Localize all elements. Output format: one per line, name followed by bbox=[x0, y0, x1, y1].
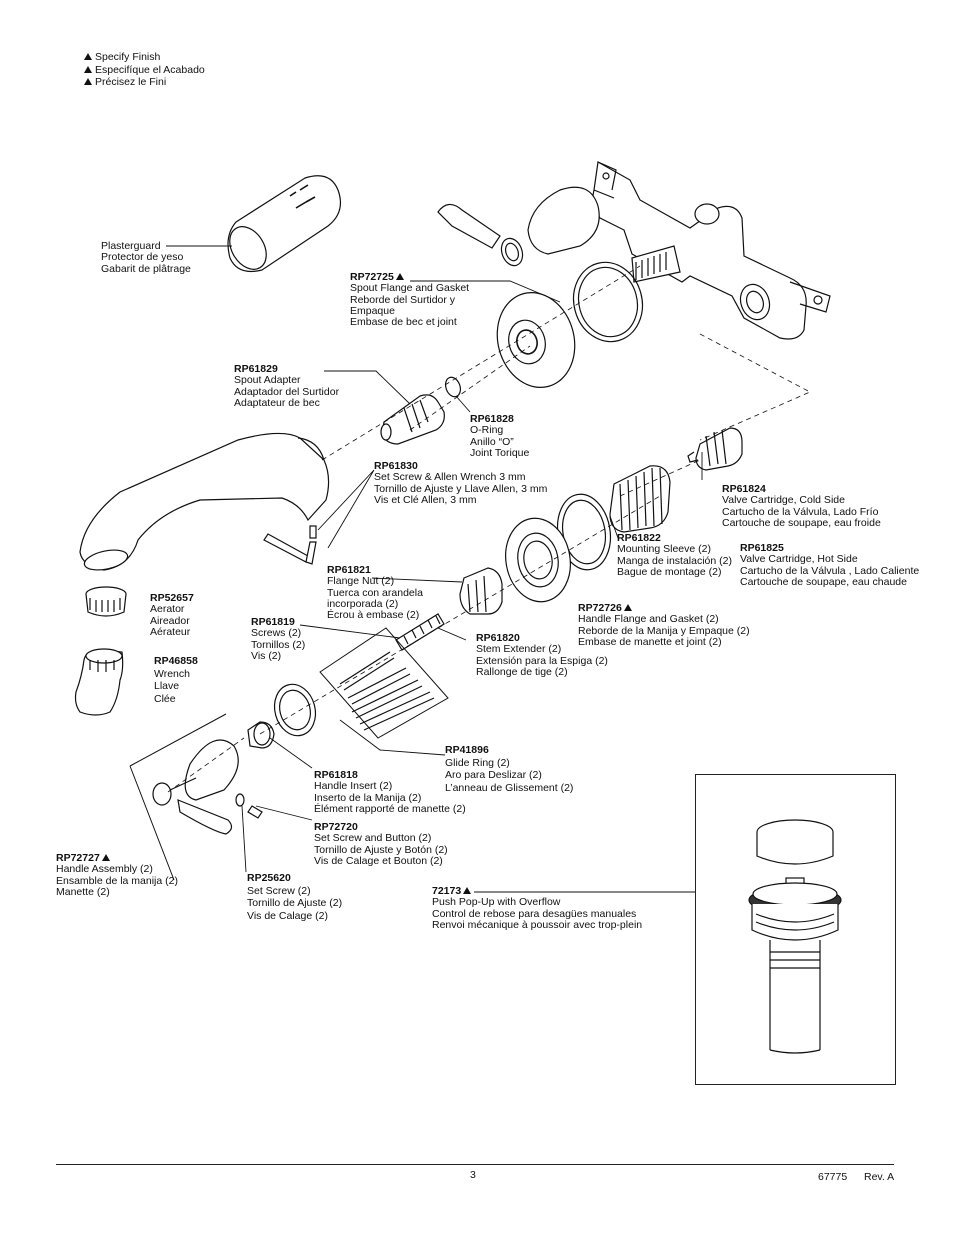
revision: Rev. A bbox=[864, 1171, 895, 1183]
pop-up-detail-box bbox=[695, 774, 896, 1085]
label-rp46858: RP46858 Wrench Llave Clée bbox=[154, 655, 198, 705]
label-rp61825: RP61825 Valve Cartridge, Hot Side Cartuc… bbox=[740, 542, 920, 588]
label-rp61830: RP61830 Set Screw & Allen Wrench 3 mm To… bbox=[374, 460, 548, 506]
label-rp41896: RP41896 Glide Ring (2) Aro para Deslizar… bbox=[445, 744, 574, 794]
label-plasterguard: Plasterguard Protector de yeso Gabarit d… bbox=[101, 240, 191, 275]
document-number: 67775 bbox=[818, 1171, 848, 1183]
push-pop-up-drawing bbox=[748, 819, 842, 1054]
handle-assembly-drawing bbox=[152, 739, 239, 835]
glide-ring-drawing bbox=[273, 683, 317, 737]
plasterguard-drawing bbox=[227, 175, 341, 273]
wrench-drawing bbox=[74, 648, 124, 716]
finish-legend: Specify Finish Especifíque el Acabado Pr… bbox=[84, 51, 205, 89]
triangle-icon bbox=[84, 78, 92, 85]
triangle-icon bbox=[623, 604, 632, 611]
label-rp61819: RP61819 Screws (2) Tornillos (2) Vis (2) bbox=[251, 616, 306, 662]
triangle-icon bbox=[84, 53, 92, 60]
leader-lines bbox=[166, 245, 703, 893]
set-screw-drawing bbox=[235, 793, 263, 819]
spout-gasket-drawing bbox=[572, 261, 644, 343]
valve-cartridge-cold-drawing bbox=[687, 427, 743, 471]
triangle-icon bbox=[395, 273, 404, 280]
label-rp61828: RP61828 O-Ring Anillo “O” Joint Torique bbox=[470, 413, 530, 459]
label-rp72727: RP72727 Handle Assembly (2) Ensamble de … bbox=[56, 852, 178, 898]
label-rp72720: RP72720 Set Screw and Button (2) Tornill… bbox=[314, 821, 448, 867]
triangle-icon bbox=[84, 65, 92, 73]
center-lines bbox=[167, 265, 811, 793]
aerator-drawing bbox=[85, 586, 127, 617]
spout-adapter-drawing bbox=[380, 394, 445, 445]
label-rp72725: RP72725 Spout Flange and Gasket Reborde … bbox=[350, 271, 470, 329]
spout-drawing bbox=[79, 432, 330, 571]
label-rp52657: RP52657 Aerator Aireador Aérateur bbox=[150, 592, 194, 638]
label-rp61824: RP61824 Valve Cartridge, Cold Side Cartu… bbox=[722, 483, 881, 529]
label-rp61829: RP61829 Spout Adapter Adaptador del Surt… bbox=[234, 363, 340, 409]
label-rp61820: RP61820 Stem Extender (2) Extensión para… bbox=[476, 632, 608, 678]
valve-body-drawing bbox=[592, 161, 831, 340]
label-rp61818: RP61818 Handle Insert (2) Inserto de la … bbox=[314, 769, 466, 815]
mounting-sleeve-drawing bbox=[609, 465, 671, 533]
handle-flange-drawing bbox=[505, 517, 571, 603]
o-ring-drawing bbox=[444, 376, 462, 398]
label-rp61822: RP61822 Mounting Sleeve (2) Manga de ins… bbox=[617, 532, 732, 578]
stem-extender-drawing bbox=[395, 613, 445, 651]
screws-drawing bbox=[339, 651, 435, 731]
triangle-icon bbox=[101, 854, 110, 861]
handle-insert-drawing bbox=[247, 721, 275, 749]
valve-body-handle-drawing bbox=[437, 186, 600, 267]
page-number: 3 bbox=[470, 1169, 476, 1181]
allen-wrench-drawing bbox=[263, 525, 317, 565]
triangle-icon bbox=[463, 887, 472, 894]
spout-flange-drawing bbox=[496, 292, 576, 388]
label-rp72726: RP72726 Handle Flange and Gasket (2) Reb… bbox=[578, 602, 750, 648]
label-rp61821: RP61821 Flange Nut (2) Tuerca con arande… bbox=[327, 564, 423, 622]
footer-divider bbox=[56, 1164, 894, 1165]
flange-nut-drawing bbox=[459, 567, 503, 615]
label-72173: 72173 Push Pop-Up with Overflow Control … bbox=[432, 885, 643, 931]
label-rp25620: RP25620 Set Screw (2) Tornillo de Ajuste… bbox=[247, 872, 343, 922]
